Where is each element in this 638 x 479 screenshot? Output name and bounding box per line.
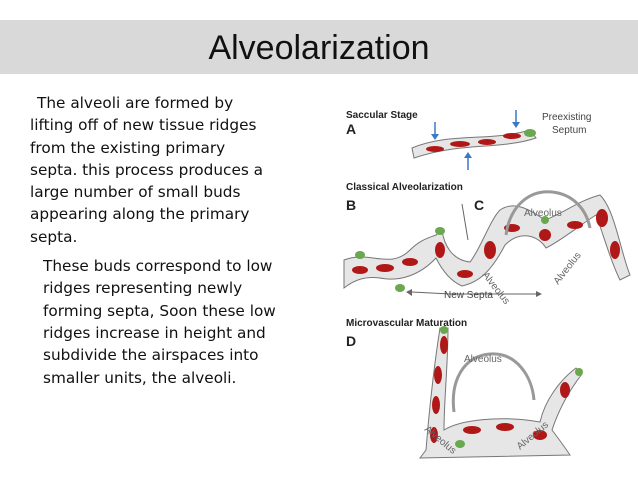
classical-alveolarization-septa <box>343 194 631 292</box>
stage-b-letter: B <box>346 197 356 213</box>
alveolarization-diagram: Saccular Stage A Preexisting Septum Clas… <box>343 110 631 459</box>
new-septa-label: New Septa <box>444 290 493 301</box>
alveolus-label-c: Alveolus <box>524 208 562 219</box>
stage-b-title: Classical Alveolarization <box>346 182 463 193</box>
body-text: The alveoli are formed by lifting off of… <box>30 92 330 389</box>
preexisting-label-1: Preexisting <box>542 112 591 123</box>
slide-title: Alveolarization <box>208 29 430 67</box>
stage-c-letter: C <box>474 197 484 213</box>
alveolus-label-c-right: Alveolus <box>552 250 584 287</box>
microvascular-septa <box>418 326 583 459</box>
stage-a-letter: A <box>346 121 356 137</box>
alveolus-outline-d <box>451 352 536 413</box>
alveolus-label-d: Alveolus <box>464 354 502 365</box>
paragraph-1: The alveoli are formed by lifting off of… <box>30 94 264 246</box>
paragraph-2: These buds correspond to low ridges repr… <box>43 257 276 387</box>
saccular-septum <box>411 110 537 170</box>
stage-d-letter: D <box>346 333 356 349</box>
preexisting-label-2: Septum <box>552 125 586 136</box>
alveolus-label-c-left: Alveolus <box>480 270 512 307</box>
new-septa-pointer <box>406 203 542 297</box>
alveolus-outline-c <box>504 190 592 236</box>
stage-a-title: Saccular Stage <box>346 110 418 121</box>
title-bar <box>0 20 638 74</box>
stage-d-title: Microvascular Maturation <box>346 318 467 329</box>
